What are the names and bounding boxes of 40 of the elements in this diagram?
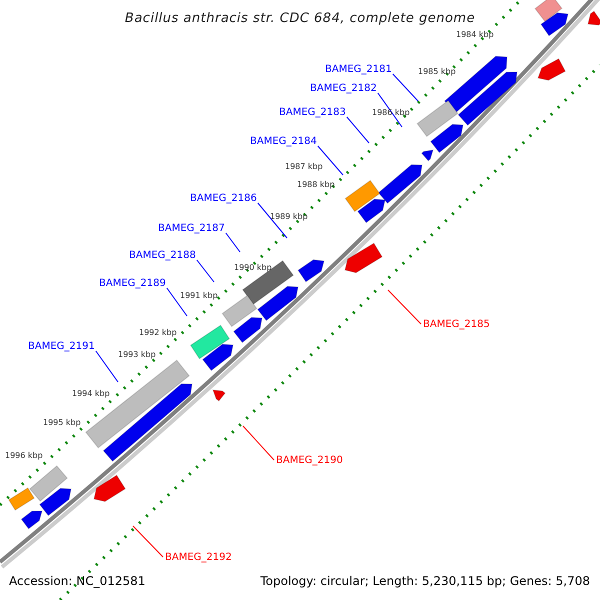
position-tick-label: 1990 kbp [234, 263, 272, 273]
gene-label: BAMEG_2188 [129, 250, 196, 262]
gene-label: BAMEG_2184 [250, 136, 317, 148]
position-tick-label: 1993 kbp [118, 350, 156, 360]
leader-line [132, 526, 164, 558]
leader-line [95, 350, 118, 382]
leader-line [392, 74, 418, 102]
position-tick-label: 1986 kbp [372, 108, 410, 118]
leader-line [388, 290, 422, 324]
leader-line [166, 288, 188, 316]
position-tick-label: 1984 kbp [456, 30, 494, 40]
gene-label: BAMEG_2191 [28, 341, 95, 353]
position-tick-label: 1987 kbp [285, 162, 323, 172]
leader-line [196, 260, 214, 282]
position-tick-label: 1995 kbp [43, 418, 81, 428]
gene-label: BAMEG_2187 [158, 223, 225, 235]
gene-label: BAMEG_2185 [423, 319, 490, 331]
position-tick-label: 1988 kbp [297, 180, 335, 190]
position-tick-label: 1996 kbp [5, 451, 43, 461]
gene-label: BAMEG_2181 [325, 64, 392, 76]
leader-line [242, 426, 274, 460]
position-tick-label: 1992 kbp [139, 328, 177, 338]
gene-label: BAMEG_2183 [279, 107, 346, 119]
position-tick-label: 1985 kbp [418, 67, 456, 77]
position-tick-label: 1989 kbp [270, 212, 308, 222]
leader-line [225, 232, 240, 252]
gene-label: BAMEG_2190 [276, 455, 343, 467]
genome-summary: Topology: circular; Length: 5,230,115 bp; Genes: 5,708 [260, 574, 590, 588]
leader-line [377, 92, 402, 128]
gene-label: BAMEG_2186 [190, 193, 257, 205]
position-tick-label: 1991 kbp [180, 291, 218, 301]
accession-label: Accession: NC_012581 [9, 574, 146, 588]
leader-line [346, 116, 370, 144]
leader-line [317, 146, 344, 176]
gene-label: BAMEG_2189 [99, 278, 166, 290]
gene-label: BAMEG_2182 [310, 83, 377, 95]
gene-label: BAMEG_2192 [165, 552, 232, 564]
position-tick-label: 1994 kbp [72, 389, 110, 399]
map-title: Bacillus anthracis str. CDC 684, complete genome [124, 10, 476, 28]
leader-line [257, 202, 288, 238]
